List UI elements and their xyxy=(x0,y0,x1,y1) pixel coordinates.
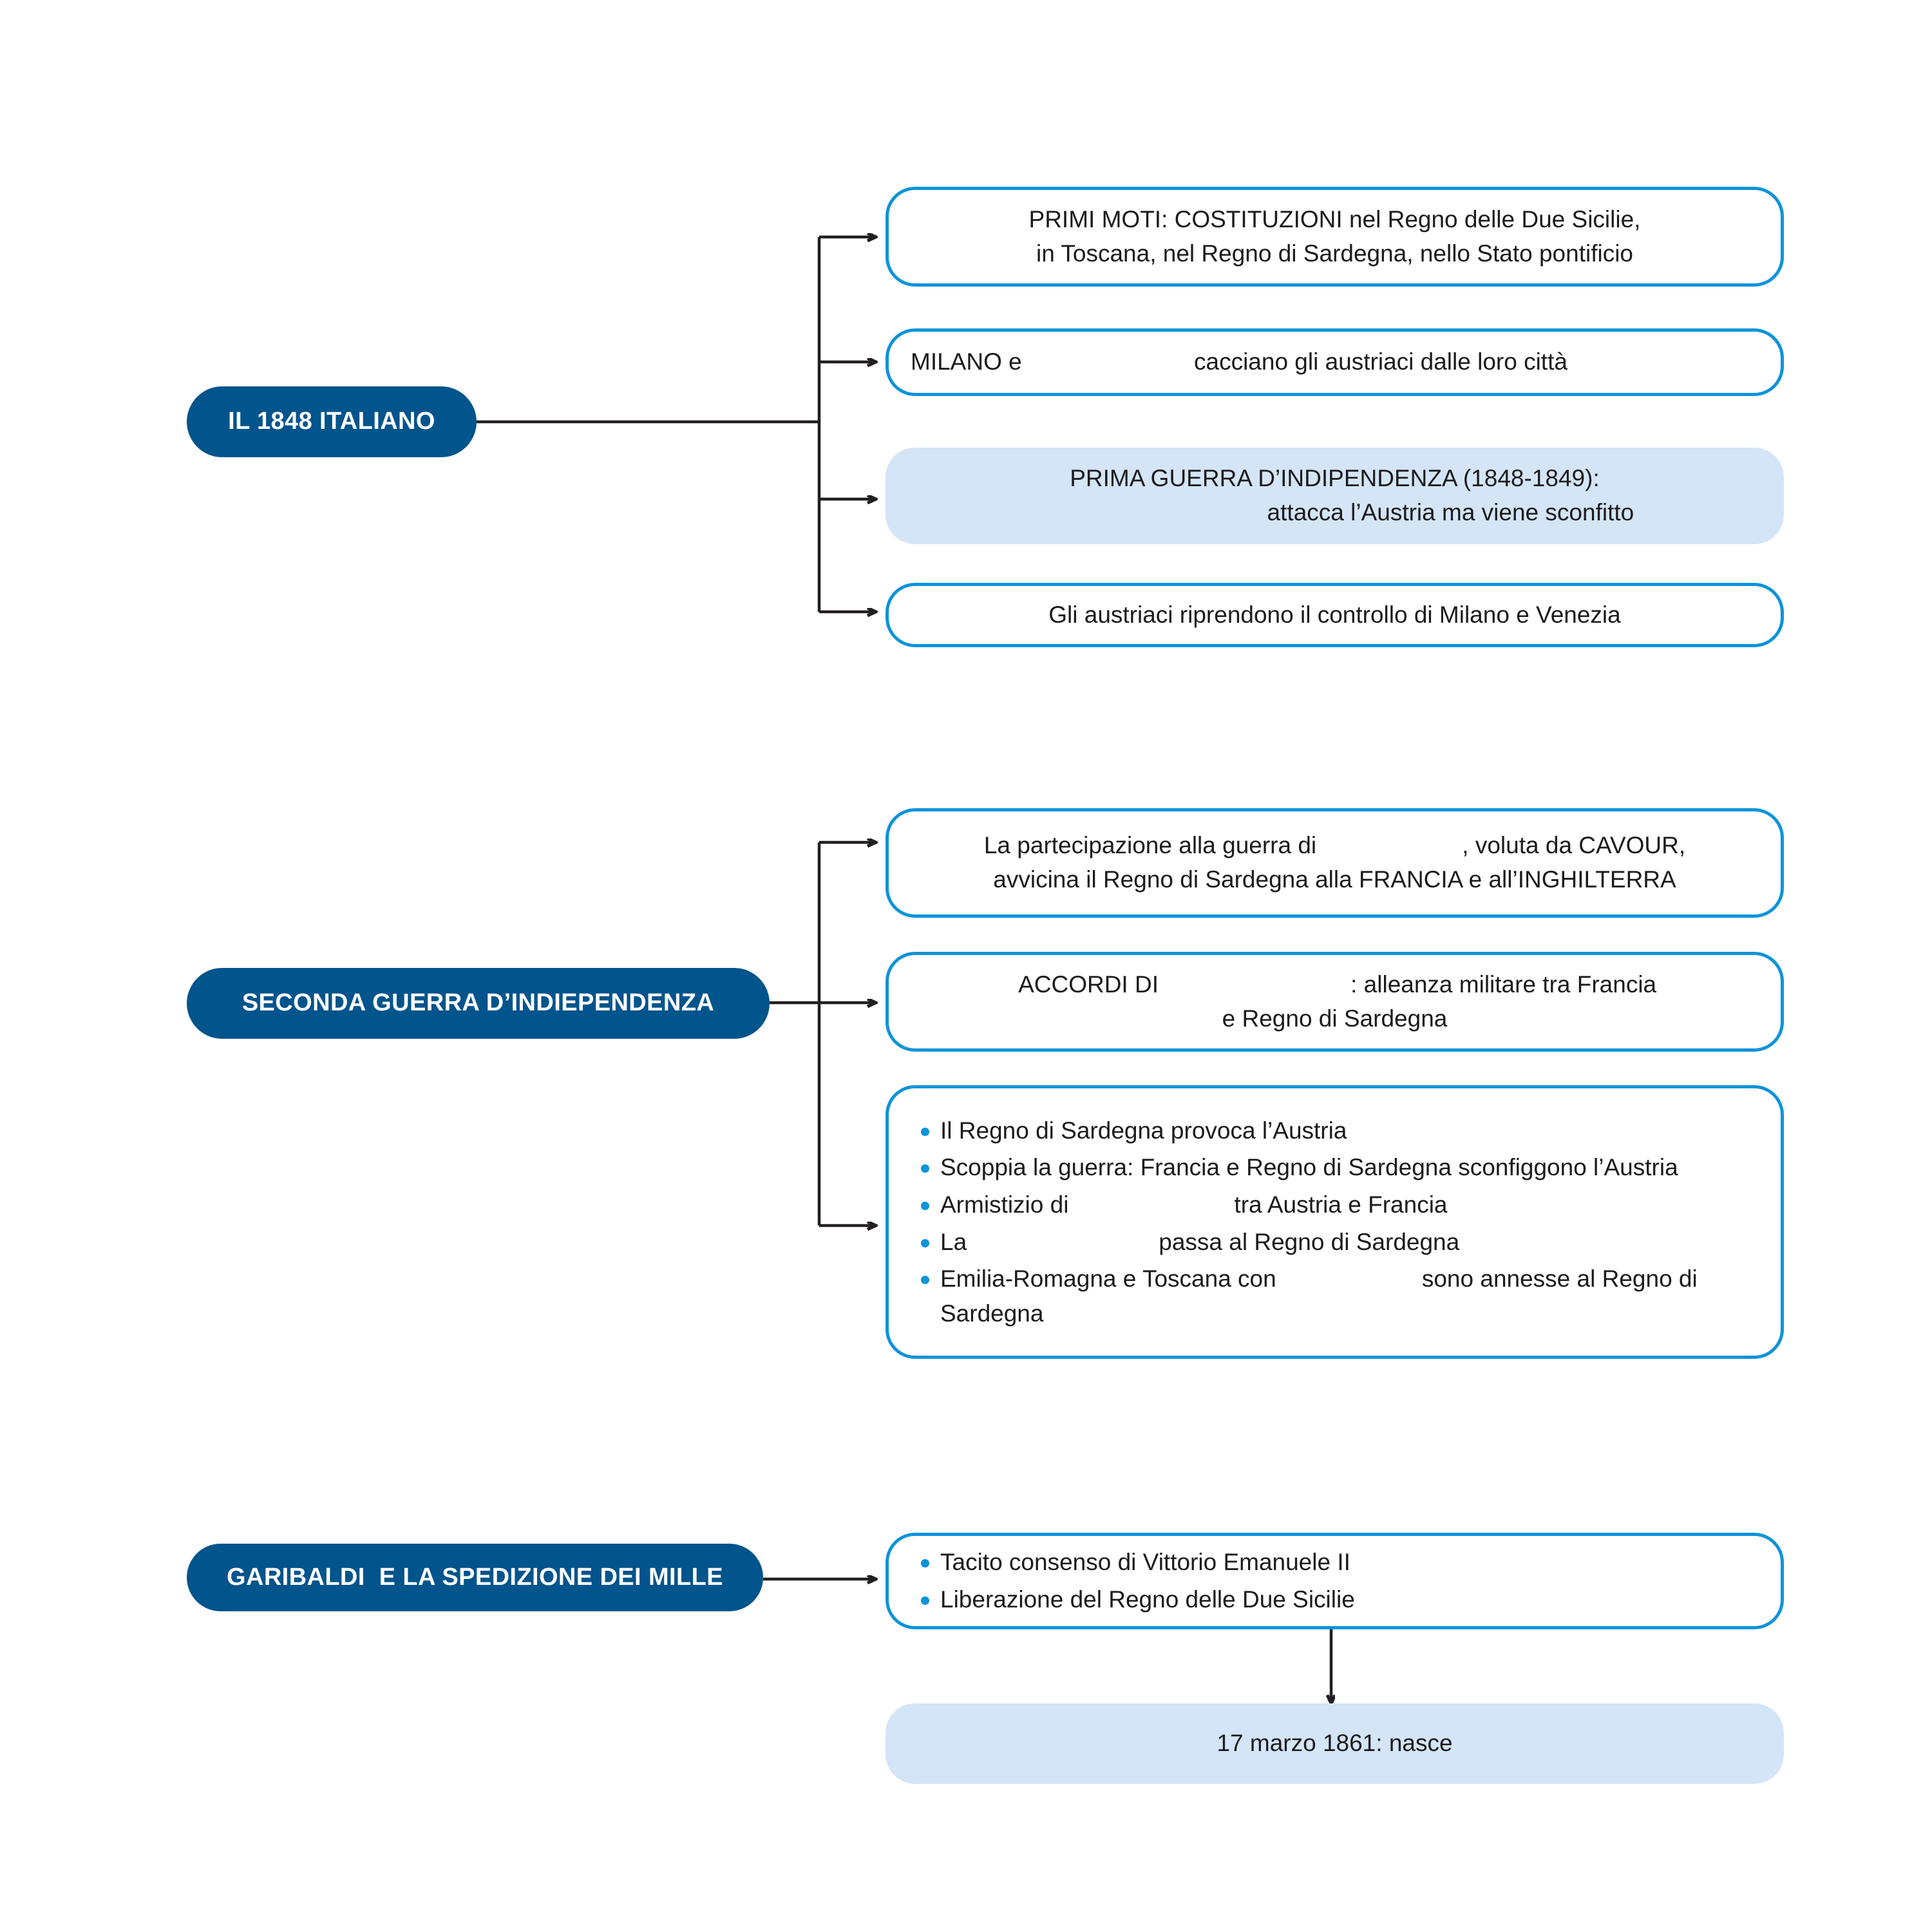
node-garibaldi-elenco[interactable]: Tacito consenso di Vittorio Emanuele II … xyxy=(886,1533,1784,1629)
root-node-1848-label: IL 1848 ITALIANO xyxy=(228,408,435,435)
node-elenco-guerra-list: Il Regno di Sardegna provoca l’Austria S… xyxy=(889,1113,1781,1331)
node-milano-line-1: MILANO e cacciano gli austriaci dalle lo… xyxy=(911,348,1567,375)
root-node-garibaldi[interactable]: GARIBALDI E LA SPEDIZIONE DEI MILLE xyxy=(187,1544,763,1611)
list-item: La passa al Regno di Sardegna xyxy=(917,1225,1755,1260)
node-regno-italia-line-1: 17 marzo 1861: nasce xyxy=(1217,1730,1453,1757)
node-prima-guerra-line-1: PRIMA GUERRA D’INDIPENDENZA (1848-1849): xyxy=(1070,465,1600,492)
root-node-seconda-guerra-label: SECONDA GUERRA D’INDIEPENDENZA xyxy=(242,989,715,1017)
node-primi-moti-line-1: PRIMI MOTI: COSTITUZIONI nel Regno delle… xyxy=(1028,205,1641,232)
node-prima-guerra-line-2: attacca l’Austria ma viene sconfitto xyxy=(1035,499,1634,526)
node-austriaci-riprendono[interactable]: Gli austriaci riprendono il controllo di… xyxy=(886,583,1784,647)
node-accordi-line-2: e Regno di Sardegna xyxy=(1222,1005,1448,1032)
node-partecipazione-line-1: La partecipazione alla guerra di , volut… xyxy=(983,832,1686,859)
list-item: Emilia-Romagna e Toscana con sono anness… xyxy=(917,1262,1755,1331)
node-milano-text: MILANO e cacciano gli austriaci dalle lo… xyxy=(889,345,1781,379)
node-partecipazione-line-2: avvicina il Regno di Sardegna alla FRANC… xyxy=(993,866,1676,893)
list-item: Armistizio di tra Austria e Francia xyxy=(917,1188,1755,1222)
node-milano[interactable]: MILANO e cacciano gli austriaci dalle lo… xyxy=(886,328,1784,396)
node-accordi[interactable]: ACCORDI DI : alleanza militare tra Franc… xyxy=(886,952,1784,1052)
node-accordi-text: ACCORDI DI : alleanza militare tra Franc… xyxy=(889,968,1781,1036)
node-primi-moti-line-2: in Toscana, nel Regno di Sardegna, nello… xyxy=(1036,240,1633,267)
root-node-seconda-guerra[interactable]: SECONDA GUERRA D’INDIEPENDENZA xyxy=(187,968,770,1039)
node-primi-moti[interactable]: PRIMI MOTI: COSTITUZIONI nel Regno delle… xyxy=(886,187,1784,287)
list-item: Liberazione del Regno delle Due Sicilie xyxy=(917,1582,1755,1617)
node-regno-italia[interactable]: 17 marzo 1861: nasce xyxy=(886,1703,1784,1784)
node-accordi-line-1: ACCORDI DI : alleanza militare tra Franc… xyxy=(1012,971,1657,998)
node-elenco-guerra[interactable]: Il Regno di Sardegna provoca l’Austria S… xyxy=(886,1085,1784,1359)
root-node-1848[interactable]: IL 1848 ITALIANO xyxy=(187,386,477,457)
node-austriaci-riprendono-text: Gli austriaci riprendono il controllo di… xyxy=(889,598,1781,632)
list-item: Scoppia la guerra: Francia e Regno di Sa… xyxy=(917,1150,1755,1185)
node-prima-guerra[interactable]: PRIMA GUERRA D’INDIPENDENZA (1848-1849):… xyxy=(886,448,1784,544)
node-austriaci-riprendono-line-1: Gli austriaci riprendono il controllo di… xyxy=(1048,601,1621,628)
list-item: Il Regno di Sardegna provoca l’Austria xyxy=(917,1113,1755,1148)
node-partecipazione[interactable]: La partecipazione alla guerra di , volut… xyxy=(886,808,1784,918)
node-primi-moti-text: PRIMI MOTI: COSTITUZIONI nel Regno delle… xyxy=(889,203,1781,270)
node-garibaldi-elenco-list: Tacito consenso di Vittorio Emanuele II … xyxy=(889,1545,1781,1616)
node-prima-guerra-text: PRIMA GUERRA D’INDIPENDENZA (1848-1849):… xyxy=(886,462,1784,529)
node-regno-italia-text: 17 marzo 1861: nasce xyxy=(886,1727,1784,1761)
node-partecipazione-text: La partecipazione alla guerra di , volut… xyxy=(889,829,1781,896)
list-item: Tacito consenso di Vittorio Emanuele II xyxy=(917,1545,1755,1580)
root-node-garibaldi-label: GARIBALDI E LA SPEDIZIONE DEI MILLE xyxy=(227,1563,723,1591)
